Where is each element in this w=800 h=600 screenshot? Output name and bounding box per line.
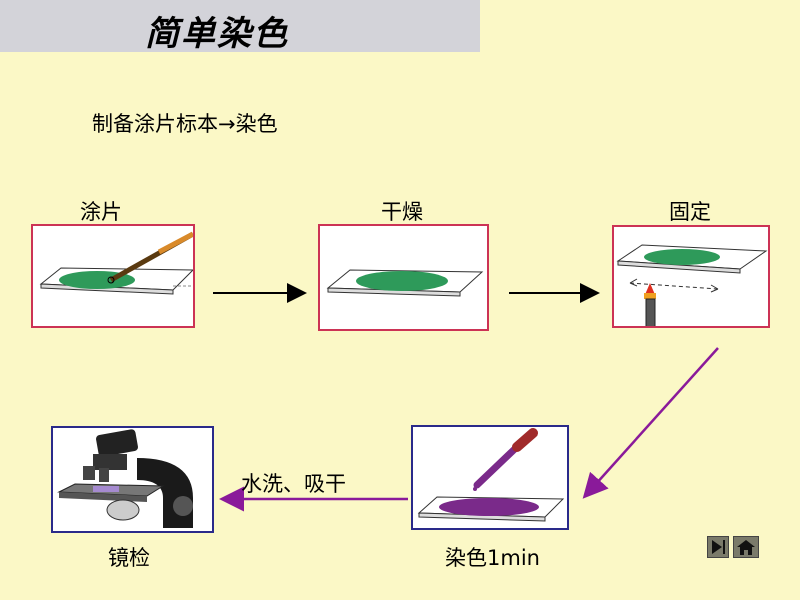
smear-illustration [39,231,193,295]
title-bar: 简单染色 [0,0,480,54]
step-label-microscope: 镜检 [108,546,150,570]
home-button[interactable] [733,536,759,558]
arrow-fix-to-stain [582,347,719,499]
wash-dry-label: 水洗、吸干 [241,472,346,496]
slide-title: 简单染色 [145,14,289,54]
microscope-illustration [57,429,193,528]
stained-smear [439,498,539,516]
step-label-dry: 干燥 [381,200,423,224]
step-label-fix: 固定 [669,200,711,224]
microscope-panel [51,426,214,533]
home-icon [737,540,755,555]
stain-illustration [417,428,565,522]
fix-panel [612,225,770,328]
smear-panel [31,224,195,328]
dry-panel [318,224,489,331]
slide-on-stage [93,486,119,492]
microscope-icon [57,429,193,528]
dropper-icon [473,428,538,489]
step-label-stain: 染色1min [445,546,540,570]
burner-icon [645,298,656,326]
stain-panel [411,425,569,530]
play-button[interactable] [707,536,729,558]
slide-subtitle: 制备涂片标本→染色 [92,112,278,136]
play-icon [712,540,725,554]
fix-illustration [616,244,768,326]
step-label-smear: 涂片 [80,200,122,224]
dry-illustration [326,269,484,297]
dried-smear [356,271,448,291]
slide-nav [707,536,761,558]
